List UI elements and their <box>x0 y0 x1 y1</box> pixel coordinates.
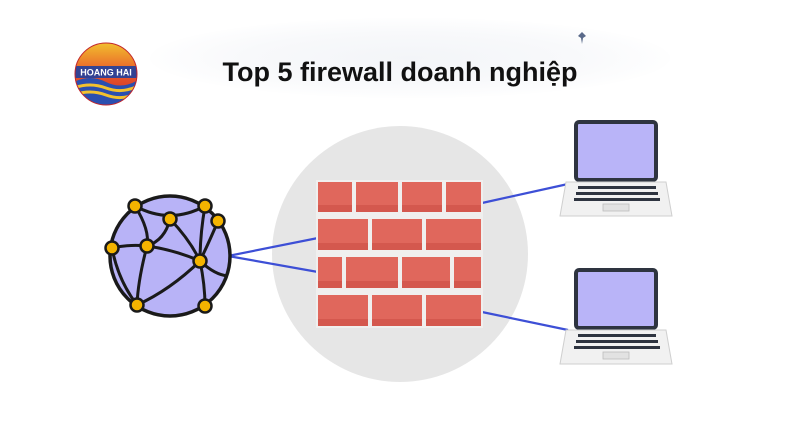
connector-internet-firewall-1 <box>227 236 319 258</box>
hoang-hai-logo: HOANG HAI <box>74 42 138 106</box>
page-title: Top 5 firewall doanh nghiệp <box>222 57 578 87</box>
logo-text: HOANG HAI <box>80 68 132 78</box>
connector-firewall-laptop-top <box>481 182 569 205</box>
globe-network-icon <box>104 194 232 318</box>
laptop-icon-top <box>559 120 673 217</box>
brick-wall-icon <box>316 180 483 328</box>
connectors <box>227 182 569 332</box>
connector-firewall-laptop-bottom <box>481 310 569 332</box>
connector-internet-firewall-2 <box>227 254 319 274</box>
header-glow <box>150 18 670 98</box>
laptop-icon-bottom <box>559 268 673 365</box>
pin-icon <box>578 32 586 44</box>
